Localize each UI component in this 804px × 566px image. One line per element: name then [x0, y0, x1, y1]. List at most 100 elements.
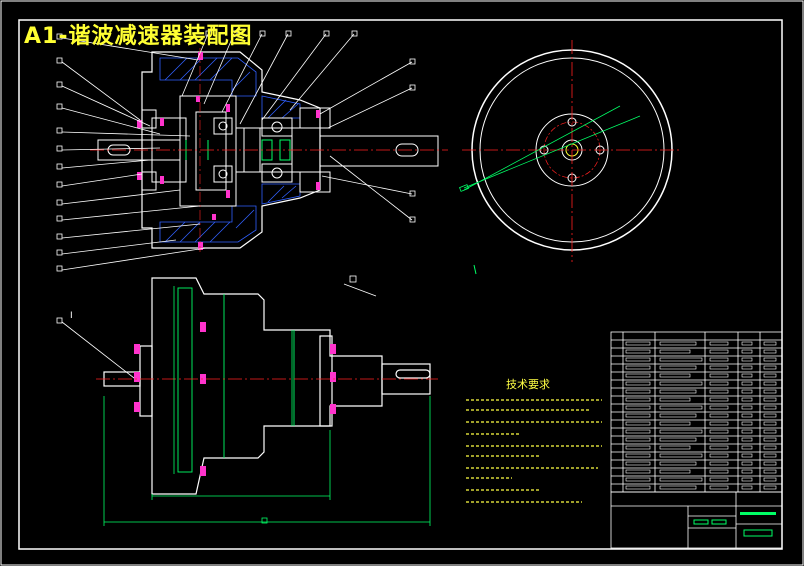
parts-list-text-mark	[709, 429, 729, 434]
parts-list-text-mark	[625, 349, 651, 354]
parts-list-text-mark	[741, 357, 753, 362]
parts-list-text-mark	[709, 477, 729, 482]
parts-list-text-mark	[741, 381, 753, 386]
parts-list-text-mark	[659, 413, 697, 418]
left-item-tags	[56, 33, 63, 272]
front-dimensions	[103, 286, 431, 526]
parts-list-text-mark	[625, 365, 651, 370]
parts-list-text-mark	[741, 405, 753, 410]
parts-list-text-mark	[763, 365, 777, 370]
parts-list-text-mark	[709, 461, 729, 466]
parts-list-text-mark	[709, 341, 729, 346]
parts-list-table	[610, 331, 783, 493]
parts-list-text-mark	[659, 365, 697, 370]
parts-list-text-mark	[625, 437, 651, 442]
main-body	[151, 277, 383, 495]
section-mark	[343, 275, 377, 297]
front-view	[56, 275, 438, 526]
parts-list-text-mark	[625, 469, 651, 474]
end-caps	[141, 107, 331, 193]
parts-list-text-mark	[659, 477, 703, 482]
requirements-title: 技术要求	[506, 378, 550, 391]
parts-list-entries	[625, 341, 777, 490]
bearings	[213, 117, 293, 183]
title-block-marks	[693, 512, 776, 537]
parts-list-text-mark	[709, 349, 729, 354]
parts-list-text-mark	[741, 397, 753, 402]
parts-list-text-mark	[659, 429, 703, 434]
parts-list-text-mark	[741, 477, 753, 482]
front-inner-lines	[177, 287, 295, 473]
parts-list-text-mark	[763, 429, 777, 434]
parts-list-text-mark	[709, 405, 729, 410]
view-label: Ⅰ	[70, 311, 73, 321]
parts-list-text-mark	[763, 389, 777, 394]
parts-list-text-mark	[741, 437, 753, 442]
drawing-title: A1-谐波减速器装配图	[24, 24, 253, 49]
right-leaders	[181, 33, 413, 221]
parts-list-text-mark	[741, 429, 753, 434]
fasteners	[137, 52, 320, 250]
parts-list-text-mark	[763, 397, 777, 402]
parts-list-text-mark	[709, 413, 729, 418]
parts-list-text-mark	[625, 445, 651, 450]
parts-list-text-mark	[709, 421, 729, 426]
left-flange	[139, 345, 153, 417]
parts-list-text-mark	[709, 437, 729, 442]
section-view	[90, 48, 448, 252]
parts-list-text-mark	[763, 469, 777, 474]
parts-list-text-mark	[741, 349, 753, 354]
parts-list-text-mark	[709, 389, 729, 394]
parts-list-text-mark	[763, 381, 777, 386]
parts-list-text-mark	[625, 389, 651, 394]
parts-list-text-mark	[741, 373, 753, 378]
parts-list-text-mark	[763, 437, 777, 442]
dimension-leaders	[459, 105, 641, 192]
parts-list-text-mark	[741, 445, 753, 450]
parts-list-text-mark	[763, 405, 777, 410]
title-block	[610, 491, 783, 549]
inner-border	[18, 19, 783, 550]
left-leaders	[61, 37, 207, 271]
parts-list-text-mark	[763, 461, 777, 466]
parts-list-text-mark	[741, 365, 753, 370]
parts-list-text-mark	[709, 469, 729, 474]
parts-list-text-mark	[709, 397, 729, 402]
parts-list-text-mark	[763, 413, 777, 418]
parts-list-text-mark	[741, 421, 753, 426]
parts-list-text-mark	[763, 421, 777, 426]
parts-list-text-mark	[709, 453, 729, 458]
parts-list-text-mark	[625, 397, 651, 402]
front-fasteners	[134, 322, 336, 476]
parts-list-text-mark	[625, 477, 651, 482]
parts-list-text-mark	[659, 469, 691, 474]
parts-list-text-mark	[625, 453, 651, 458]
parts-list-text-mark	[625, 341, 651, 346]
parts-list-text-mark	[625, 429, 651, 434]
parts-list-text-mark	[625, 485, 651, 490]
parts-list-text-mark	[625, 381, 651, 386]
technical-notes	[466, 399, 602, 503]
parts-list-text-mark	[659, 461, 697, 466]
parts-list-text-mark	[741, 413, 753, 418]
parts-list-text-mark	[659, 373, 691, 378]
parts-list-text-mark	[741, 469, 753, 474]
parts-list-text-mark	[659, 405, 703, 410]
parts-list-text-mark	[763, 453, 777, 458]
parts-list-text-mark	[709, 373, 729, 378]
parts-list-text-mark	[709, 365, 729, 370]
parts-list-text-mark	[625, 357, 651, 362]
parts-list-text-mark	[763, 477, 777, 482]
parts-list-text-mark	[659, 349, 691, 354]
parts-list-text-mark	[741, 453, 753, 458]
parts-list-text-mark	[625, 373, 651, 378]
parts-list-text-mark	[709, 485, 729, 490]
parts-list-text-mark	[659, 341, 697, 346]
parts-list-text-mark	[625, 461, 651, 466]
parts-list-text-mark	[709, 381, 729, 386]
wave-generator	[195, 111, 227, 191]
parts-list-text-mark	[659, 421, 691, 426]
